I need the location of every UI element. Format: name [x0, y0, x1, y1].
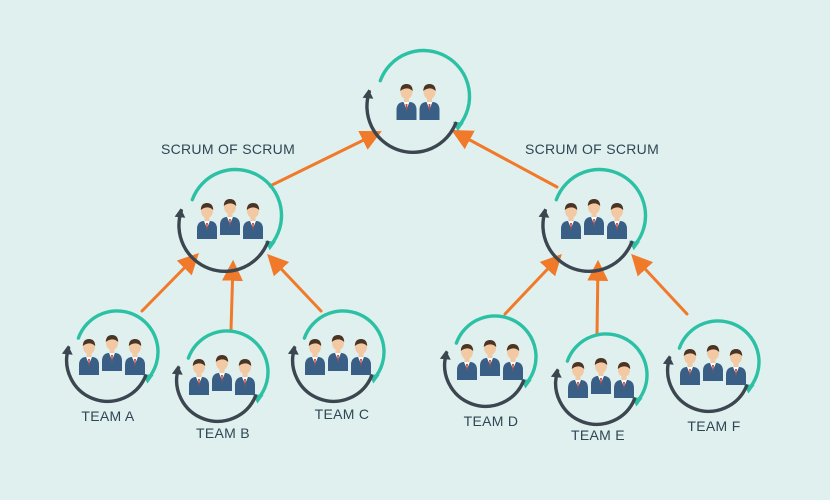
group-team-d — [439, 314, 538, 409]
arrow-team-b-to-scrum-left — [221, 259, 243, 332]
person-icon — [189, 359, 209, 395]
person-icon — [680, 349, 700, 385]
team-a-label: TEAM A — [81, 408, 135, 424]
scrum-of-scrum-left-label: SCRUM OF SCRUM — [161, 141, 295, 157]
cycle-arrowhead-dark — [171, 365, 183, 375]
person-icon — [102, 335, 122, 371]
cycle-arc-dark — [177, 209, 270, 274]
person-icon — [220, 199, 240, 235]
person-icon — [351, 339, 371, 375]
cycle-arc-teal — [454, 314, 538, 386]
group-team-a — [61, 309, 160, 404]
cycle-arc-teal — [302, 309, 386, 381]
cycle-arrowhead-dark — [174, 208, 186, 218]
person-icon — [614, 362, 634, 398]
person-icon — [591, 358, 611, 394]
person-icon — [328, 335, 348, 371]
person-icon — [125, 339, 145, 375]
person-icon — [457, 344, 477, 380]
team-e-label: TEAM E — [571, 427, 625, 443]
group-team-f — [662, 319, 761, 414]
cycle-arrowhead-dark — [362, 89, 374, 99]
person-icon — [79, 339, 99, 375]
cycle-arc-teal — [190, 167, 284, 247]
arrow-team-e-to-scrum-right — [587, 259, 609, 336]
scrum-of-scrum-right-label: SCRUM OF SCRUM — [525, 141, 659, 157]
person-icon — [607, 203, 627, 239]
team-c-label: TEAM C — [315, 406, 370, 422]
cycle-arc-dark — [291, 346, 374, 404]
person-icon — [243, 203, 263, 239]
team-f-label: TEAM F — [687, 418, 740, 434]
person-icon — [584, 199, 604, 235]
cycle-arc-teal — [76, 309, 160, 381]
person-icon — [703, 345, 723, 381]
person-icon — [197, 203, 217, 239]
connection-arrows — [140, 130, 689, 336]
team-b-label: TEAM B — [196, 425, 250, 441]
cycle-arc-dark — [175, 366, 258, 424]
group-scrum-left — [174, 167, 284, 274]
arrow-team-a-to-scrum-left — [140, 253, 199, 313]
cycle-arc-dark — [443, 351, 526, 409]
group-scrum-right — [538, 167, 648, 274]
person-icon — [561, 203, 581, 239]
person-icon — [396, 84, 417, 120]
cycle-arc-dark — [554, 369, 637, 427]
person-icon — [726, 349, 746, 385]
cycle-arrowhead-dark — [61, 345, 73, 355]
arrow-scrum-right-to-top — [451, 130, 559, 189]
group-team-c — [287, 309, 386, 404]
group-team-b — [171, 329, 270, 424]
person-icon — [235, 359, 255, 395]
cycle-arc-dark — [541, 209, 634, 274]
person-icon — [503, 344, 523, 380]
team-groups — [61, 48, 761, 427]
cycle-arc-teal — [186, 329, 270, 401]
cycle-arrowhead-dark — [538, 208, 550, 218]
person-icon — [419, 84, 440, 120]
person-icon — [568, 362, 588, 398]
team-d-label: TEAM D — [464, 413, 519, 429]
cycle-arc-teal — [565, 332, 649, 404]
person-icon — [305, 339, 325, 375]
arrow-scrum-left-to-top — [268, 130, 382, 188]
arrow-team-f-to-scrum-right — [631, 253, 689, 316]
cycle-arc-teal — [554, 167, 648, 247]
arrow-team-d-to-scrum-right — [503, 253, 562, 316]
cycle-arc-teal — [677, 319, 761, 391]
cycle-arrowhead-dark — [662, 355, 674, 365]
cycle-arrowhead-dark — [439, 350, 451, 360]
cycle-arc-dark — [666, 356, 749, 414]
group-team-e — [550, 332, 649, 427]
arrow-team-c-to-scrum-left — [267, 253, 323, 313]
cycle-arrowhead-dark — [287, 345, 299, 355]
person-icon — [212, 355, 232, 391]
cycle-arc-teal — [378, 48, 472, 128]
person-icon — [480, 340, 500, 376]
cycle-arc-dark — [65, 346, 148, 404]
group-top — [362, 48, 472, 155]
cycle-arrowhead-dark — [550, 368, 562, 378]
cycle-arc-dark — [365, 90, 458, 155]
